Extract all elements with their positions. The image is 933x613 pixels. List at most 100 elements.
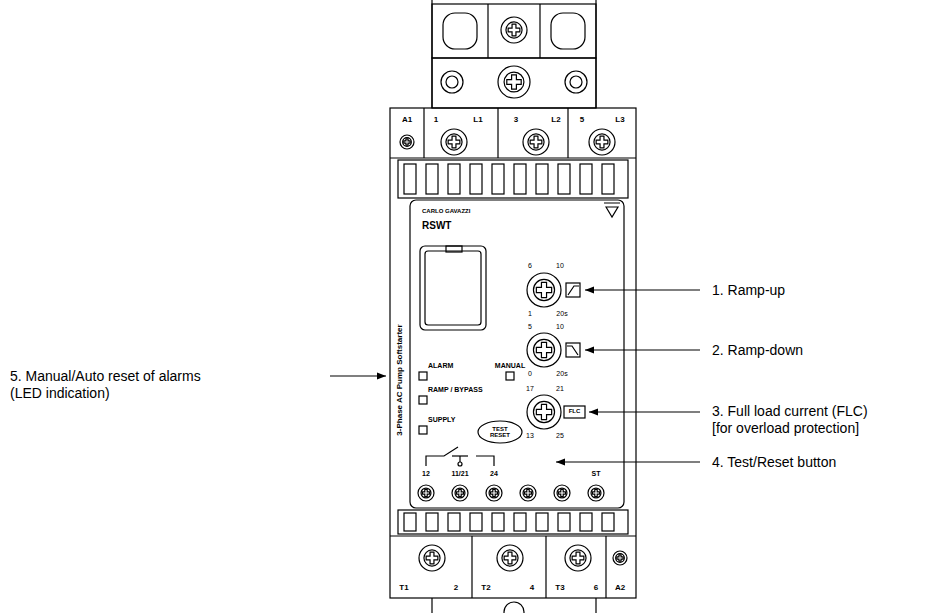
screw-ring — [403, 138, 412, 147]
callout-arrow — [330, 375, 386, 376]
screw-ring — [533, 401, 554, 422]
terminal-label: 4 — [530, 583, 534, 593]
device-outline — [423, 108, 424, 158]
screw-ring — [591, 488, 601, 498]
icon-label: FLC — [569, 408, 581, 415]
device-outline — [446, 76, 458, 88]
scale-number: 21 — [556, 385, 564, 393]
screw-slot — [404, 139, 410, 145]
scale-number: 20s — [556, 370, 567, 378]
callout-arrow — [330, 290, 700, 462]
device-outline — [536, 513, 548, 531]
screw-ring — [533, 339, 554, 360]
device-outline — [497, 108, 498, 158]
screw-ring — [506, 22, 522, 38]
screw-symbol — [554, 485, 570, 501]
screw-symbol — [589, 129, 615, 155]
device-outline — [448, 164, 460, 194]
button-label: TEST RESET — [487, 426, 513, 438]
screw-slot — [448, 136, 460, 148]
screw-slot — [426, 552, 438, 564]
screw-symbol — [613, 551, 627, 565]
scale-number: 17 — [526, 385, 534, 393]
device-outline — [426, 513, 438, 531]
device-outline — [504, 602, 524, 613]
device-outline — [448, 513, 460, 531]
screw-head — [486, 485, 502, 501]
device-outline — [398, 160, 628, 198]
screw-slot — [536, 342, 551, 357]
screw-head — [527, 273, 561, 307]
device-outline — [426, 164, 438, 194]
device-outline — [567, 346, 578, 355]
device-outline — [602, 513, 614, 531]
screw-ring — [557, 488, 567, 498]
device-outline — [390, 0, 636, 613]
scale-number: 25 — [556, 432, 564, 440]
device-outline — [565, 71, 587, 93]
screw-symbol — [400, 135, 414, 149]
screw-symbol — [497, 545, 523, 571]
scale-number: 13 — [526, 432, 534, 440]
device-outline — [458, 462, 462, 466]
device-outline — [432, 4, 596, 58]
screw-ring — [528, 134, 544, 150]
device-outline — [398, 510, 628, 534]
device-outline — [539, 4, 540, 58]
screw-ring — [616, 554, 625, 563]
led-label: MANUAL — [495, 362, 525, 370]
device-outline — [425, 251, 481, 325]
screw-symbol — [501, 17, 527, 43]
terminal-label: A1 — [402, 115, 412, 125]
product-name: 3-Phase AC Pump Softstarter — [395, 324, 405, 435]
device-outline — [566, 343, 580, 357]
screw-ring — [533, 279, 554, 300]
device-outline — [446, 246, 462, 252]
device-outline — [459, 456, 460, 462]
terminal-label: 2 — [454, 583, 458, 593]
screw-head — [554, 485, 570, 501]
callout-arrow — [556, 461, 700, 462]
device-outline — [551, 13, 585, 49]
screw-head — [418, 485, 434, 501]
screw-slot — [617, 555, 623, 561]
screw-symbol — [400, 17, 627, 571]
screw-symbol — [498, 66, 530, 98]
screw-slot — [536, 282, 551, 297]
terminal-label: T2 — [481, 583, 490, 593]
screw-slot — [558, 489, 565, 496]
screw-symbol — [486, 485, 502, 501]
device-outline — [580, 164, 592, 194]
terminal-label: A2 — [615, 583, 625, 593]
screw-ring — [489, 488, 499, 498]
callout-text: 1. Ramp-up — [712, 282, 785, 299]
callout-text: 2. Ramp-down — [712, 342, 803, 359]
screw-ring — [455, 488, 465, 498]
device-outline — [471, 536, 472, 598]
device-outline — [432, 58, 596, 108]
terminal-label: 3 — [514, 115, 518, 125]
screw-slot — [596, 136, 608, 148]
screw-head — [588, 485, 604, 501]
device-outline — [478, 421, 522, 443]
scale-number: 6 — [528, 262, 532, 270]
screw-symbol — [452, 485, 468, 501]
terminal-label: L1 — [473, 115, 482, 125]
screw-slot — [536, 404, 551, 419]
led-label: ALARM — [428, 362, 453, 370]
screw-head — [441, 129, 467, 155]
screw-head — [498, 66, 530, 98]
scale-number: 20s — [556, 310, 567, 318]
screw-symbol — [527, 333, 561, 367]
contact-label: 11/21 — [451, 470, 468, 478]
terminal-label: 6 — [594, 583, 598, 593]
device-outline — [470, 164, 482, 194]
callout-arrow — [585, 349, 700, 350]
screw-slot — [422, 489, 429, 496]
screw-slot — [592, 489, 599, 496]
screw-head — [419, 545, 445, 571]
device-outline — [419, 396, 427, 404]
scale-number: 10 — [556, 262, 564, 270]
screw-head — [565, 545, 591, 571]
device-outline — [566, 283, 580, 297]
